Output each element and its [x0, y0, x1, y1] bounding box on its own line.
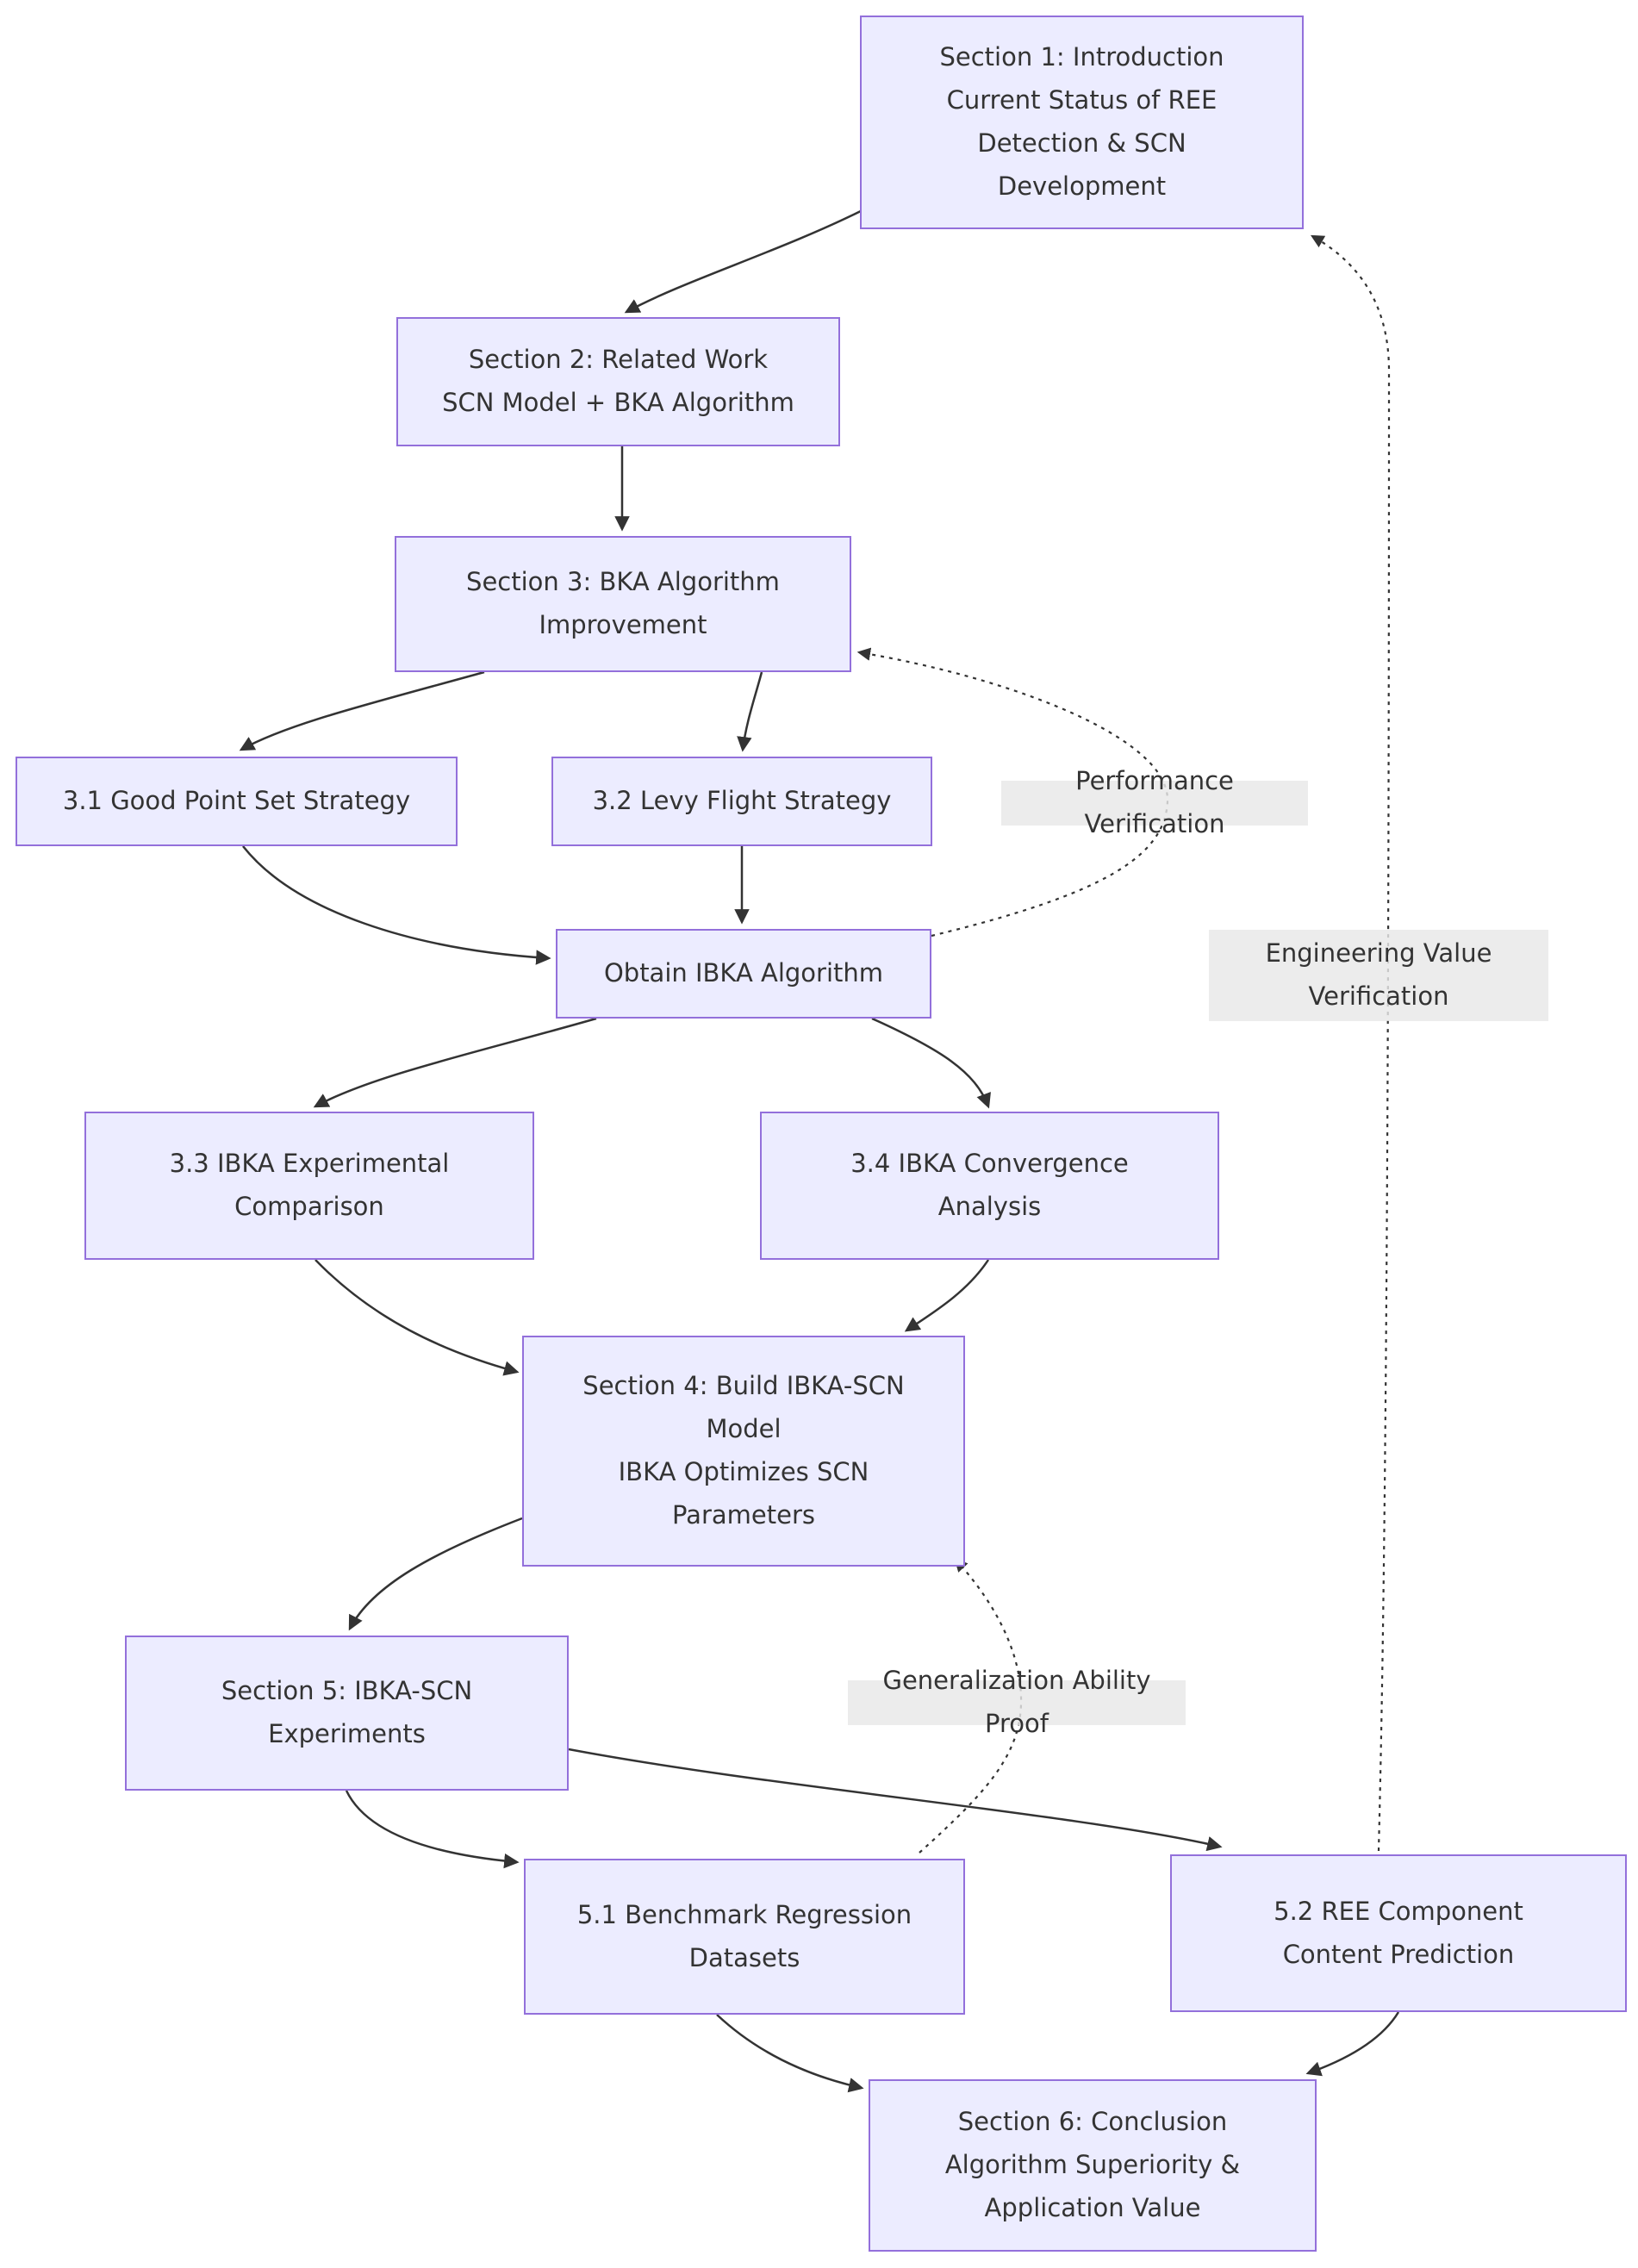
- edge-obtain-to-34: [871, 1017, 991, 1109]
- node-5-1-benchmark-regression-datasets: 5.1 Benchmark Regression Datasets: [524, 1859, 965, 2015]
- node-section-3-bka-improvement: Section 3: BKA Algorithm Improvement: [395, 536, 851, 672]
- edge-52-to-section1-engineering-verification: [1310, 234, 1391, 1852]
- node-section-4-build-ibka-scn: Section 4: Build IBKA-SCN Model IBKA Opt…: [522, 1336, 965, 1567]
- node-obtain-ibka-algorithm: Obtain IBKA Algorithm: [556, 929, 931, 1019]
- edge-section5-to-52: [568, 1748, 1223, 1852]
- node-3-3-ibka-experimental-comparison: 3.3 IBKA Experimental Comparison: [84, 1112, 534, 1260]
- edge-51-to-section6: [716, 2014, 864, 2093]
- edge-33-to-section4: [315, 1259, 520, 1376]
- edge-section3-to-31: [239, 670, 485, 751]
- edge-label-generalization-ability-proof: Generalization Ability Proof: [848, 1666, 1186, 1738]
- node-section-2-related-work: Section 2: Related Work SCN Model + BKA …: [396, 317, 840, 446]
- node-section-5-ibka-scn-experiments: Section 5: IBKA-SCN Experiments: [125, 1636, 569, 1791]
- edge-section3-to-32: [737, 671, 763, 752]
- node-section-6-conclusion: Section 6: Conclusion Algorithm Superior…: [869, 2079, 1317, 2252]
- edge-34-to-section4: [904, 1259, 990, 1332]
- edge-section1-to-section2: [624, 207, 867, 314]
- edge-section4-to-section5: [348, 1517, 523, 1631]
- edge-section5-to-51: [345, 1790, 520, 1869]
- node-3-1-good-point-set: 3.1 Good Point Set Strategy: [16, 757, 458, 846]
- node-3-4-ibka-convergence-analysis: 3.4 IBKA Convergence Analysis: [760, 1112, 1219, 1260]
- edge-52-to-section6: [1305, 2011, 1400, 2077]
- node-section-1-introduction: Section 1: Introduction Current Status o…: [860, 16, 1304, 229]
- edge-31-to-obtain: [242, 845, 551, 965]
- edge-label-engineering-value-verification: Engineering Value Verification: [1209, 930, 1548, 1021]
- node-3-2-levy-flight: 3.2 Levy Flight Strategy: [551, 757, 932, 846]
- edge-obtain-to-33: [313, 1017, 597, 1108]
- node-5-2-ree-component-prediction: 5.2 REE Component Content Prediction: [1170, 1854, 1627, 2012]
- edge-label-performance-verification: Performance Verification: [1001, 766, 1308, 838]
